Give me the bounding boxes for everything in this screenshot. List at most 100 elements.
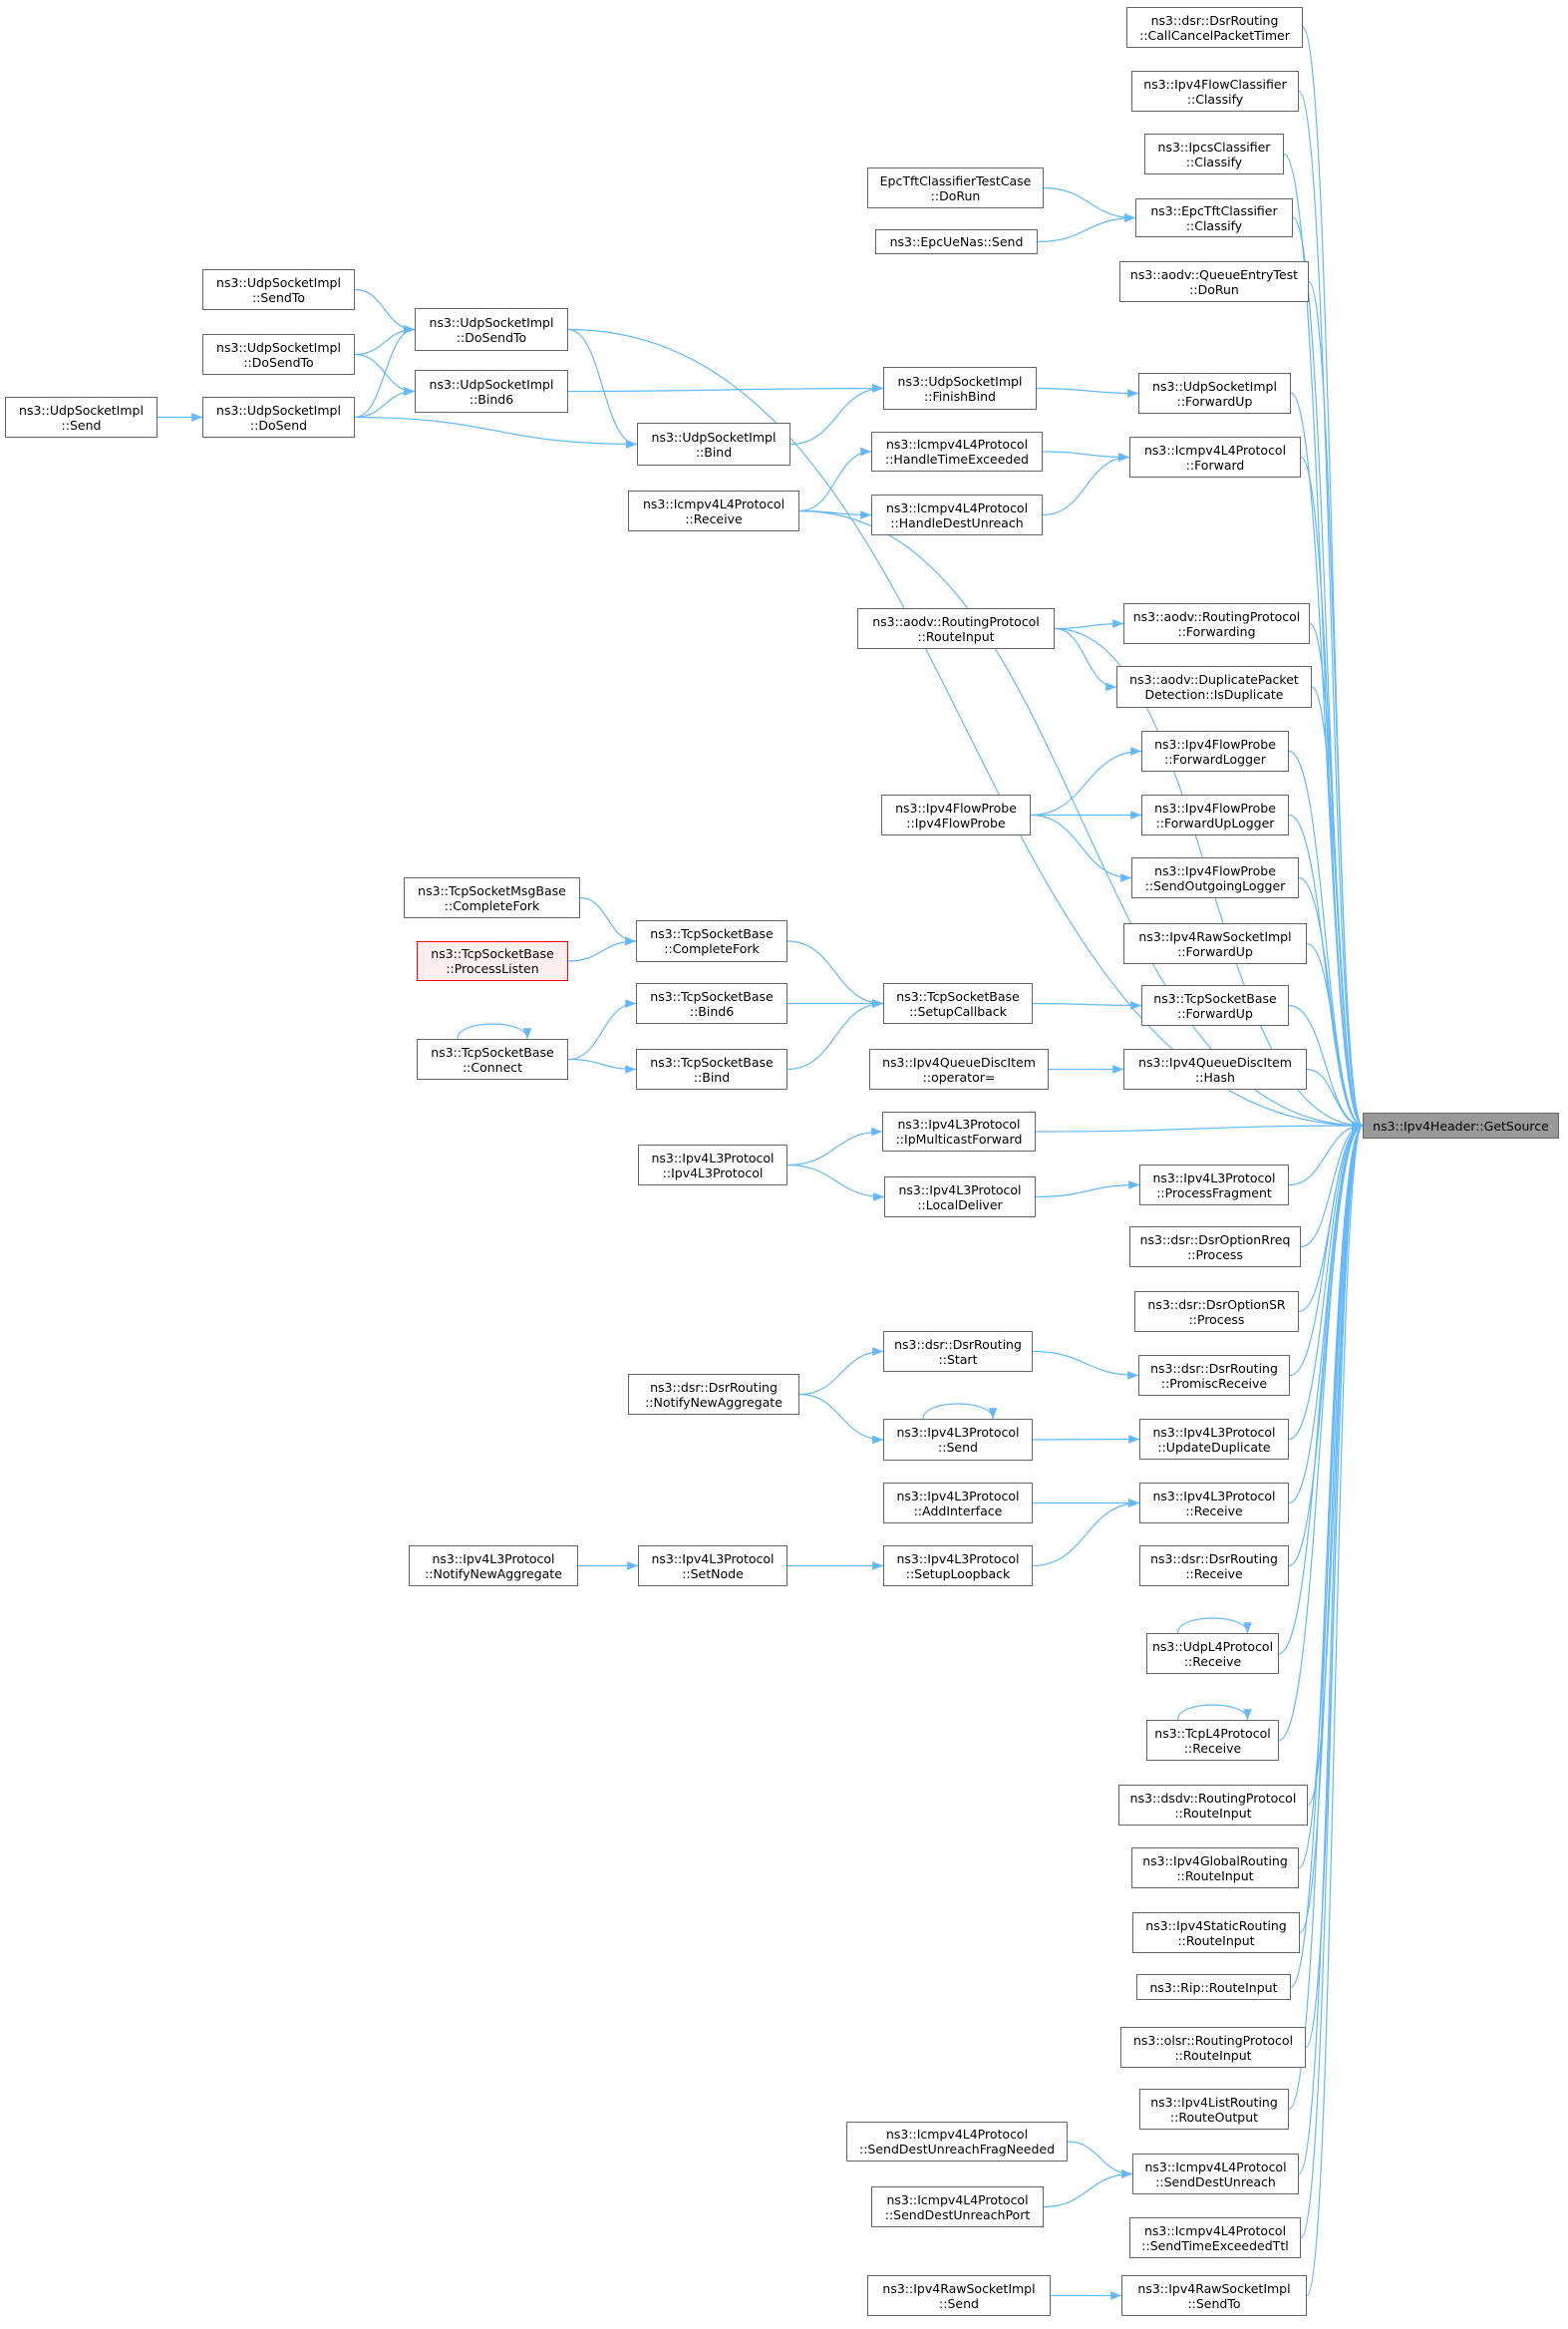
node-olsr-ri[interactable]: ns3::olsr::RoutingProtocol::RouteInput bbox=[1120, 2027, 1306, 2068]
node-label-line: ns3::dsr::DsrRouting bbox=[1150, 12, 1279, 28]
node-label-line: ::SendDestUnreachPort bbox=[884, 2206, 1031, 2222]
edge-udp-sendto-to-udp-dosendto bbox=[354, 288, 416, 334]
node-udp-dosend[interactable]: ns3::UdpSocketImpl::DoSend bbox=[202, 397, 355, 438]
node-dsr-cancel[interactable]: ns3::dsr::DsrRouting::CallCancelPacketTi… bbox=[1126, 7, 1303, 48]
node-label-line: ::Send bbox=[61, 417, 102, 433]
node-icmp-stet[interactable]: ns3::Icmpv4L4Protocol::SendTimeExceededT… bbox=[1129, 2217, 1301, 2258]
node-global-ri[interactable]: ns3::Ipv4GlobalRouting::RouteInput bbox=[1131, 1847, 1299, 1888]
node-icmp-receive[interactable]: ns3::Icmpv4L4Protocol::Receive bbox=[628, 491, 799, 531]
node-tcp-setupcb[interactable]: ns3::TcpSocketBase::SetupCallback bbox=[883, 983, 1033, 1024]
node-label-line: ::CompleteFork bbox=[664, 941, 760, 956]
node-l3-ud[interactable]: ns3::Ipv4L3Protocol::UpdateDuplicate bbox=[1139, 1419, 1289, 1460]
node-udp-dosendto[interactable]: ns3::UdpSocketImpl::DoSendTo bbox=[415, 308, 568, 351]
edge-fp-ctor-to-fp-sendout bbox=[1030, 814, 1132, 882]
node-dsr-promisc[interactable]: ns3::dsr::DsrRouting::PromiscReceive bbox=[1138, 1355, 1290, 1396]
node-tcpl4-receive[interactable]: ns3::TcpL4Protocol::Receive bbox=[1146, 1720, 1279, 1761]
node-dsr-osr[interactable]: ns3::dsr::DsrOptionSR::Process bbox=[1134, 1291, 1299, 1332]
node-epctft[interactable]: ns3::EpcTftClassifier::Classify bbox=[1135, 198, 1293, 237]
node-tcpmsg-cf[interactable]: ns3::TcpSocketMsgBase::CompleteFork bbox=[404, 877, 580, 918]
node-tcp-bind6[interactable]: ns3::TcpSocketBase::Bind6 bbox=[636, 983, 787, 1024]
node-epctest[interactable]: EpcTftClassifierTestCase::DoRun bbox=[867, 167, 1044, 208]
node-tcp-connect[interactable]: ns3::TcpSocketBase::Connect bbox=[417, 1039, 568, 1080]
node-aodv-forwarding[interactable]: ns3::aodv::RoutingProtocol::Forwarding bbox=[1123, 603, 1310, 644]
node-dsr-start[interactable]: ns3::dsr::DsrRouting::Start bbox=[883, 1331, 1033, 1372]
node-dsdv-ri[interactable]: ns3::dsdv::RoutingProtocol::RouteInput bbox=[1118, 1785, 1308, 1826]
node-udp-bind[interactable]: ns3::UdpSocketImpl::Bind bbox=[637, 423, 790, 466]
edge-udp-finishbind-to-udp-forwardup bbox=[1036, 387, 1139, 398]
node-list-ro[interactable]: ns3::Ipv4ListRouting::RouteOutput bbox=[1139, 2089, 1289, 2130]
node-l3-ctor[interactable]: ns3::Ipv4L3Protocol::Ipv4L3Protocol bbox=[638, 1145, 787, 1185]
node-l3-addif[interactable]: ns3::Ipv4L3Protocol::AddInterface bbox=[883, 1483, 1033, 1523]
node-tcp-cf[interactable]: ns3::TcpSocketBase::CompleteFork bbox=[636, 920, 787, 962]
node-udp-dosendto2[interactable]: ns3::UdpSocketImpl::DoSendTo bbox=[202, 334, 355, 375]
node-tcp-forwardup[interactable]: ns3::TcpSocketBase::ForwardUp bbox=[1141, 985, 1289, 1026]
node-icmp-sdup[interactable]: ns3::Icmpv4L4Protocol::SendDestUnreachPo… bbox=[871, 2186, 1044, 2227]
node-fp-forwarduplogger[interactable]: ns3::Ipv4FlowProbe::ForwardUpLogger bbox=[1141, 795, 1289, 835]
node-udp-bind6[interactable]: ns3::UdpSocketImpl::Bind6 bbox=[415, 370, 568, 413]
node-l3-send[interactable]: ns3::Ipv4L3Protocol::Send bbox=[883, 1419, 1033, 1461]
node-udp-send[interactable]: ns3::UdpSocketImpl::Send bbox=[5, 397, 157, 438]
node-label-line: ns3::Ipv4StaticRouting bbox=[1145, 1917, 1287, 1933]
node-label-line: ::Receive bbox=[1183, 1653, 1242, 1669]
node-tcp-pl[interactable]: ns3::TcpSocketBase::ProcessListen bbox=[417, 941, 568, 981]
node-qdi-op[interactable]: ns3::Ipv4QueueDiscItem::operator= bbox=[869, 1049, 1049, 1090]
node-label-line: ns3::EpcUeNas::Send bbox=[889, 234, 1024, 249]
node-label-line: ::DoRun bbox=[930, 187, 981, 203]
node-l3-ipmf[interactable]: ns3::Ipv4L3Protocol::IpMulticastForward bbox=[882, 1112, 1036, 1152]
node-label-line: ns3::dsr::DsrRouting bbox=[894, 1336, 1022, 1352]
node-label-line: ::RouteInput bbox=[917, 628, 995, 644]
node-fp-forwardlogger[interactable]: ns3::Ipv4FlowProbe::ForwardLogger bbox=[1141, 731, 1289, 772]
node-l3-nna[interactable]: ns3::Ipv4L3Protocol::NotifyNewAggregate bbox=[409, 1545, 578, 1586]
node-fp-ctor[interactable]: ns3::Ipv4FlowProbe::Ipv4FlowProbe bbox=[881, 795, 1031, 835]
node-dsr-receive[interactable]: ns3::dsr::DsrRouting::Receive bbox=[1139, 1545, 1289, 1586]
node-icmp-forward[interactable]: ns3::Icmpv4L4Protocol::Forward bbox=[1129, 437, 1301, 478]
node-aodv-routeinput[interactable]: ns3::aodv::RoutingProtocol::RouteInput bbox=[857, 608, 1055, 649]
node-rip-ri[interactable]: ns3::Rip::RouteInput bbox=[1136, 1974, 1291, 2000]
node-icmp-sdufn[interactable]: ns3::Icmpv4L4Protocol::SendDestUnreachFr… bbox=[846, 2122, 1068, 2162]
edge-icmp-sdufn-to-icmp-sdu bbox=[1067, 2141, 1133, 2178]
node-label-line: ns3::TcpSocketBase bbox=[1153, 990, 1277, 1006]
edge-list-ro-to-getsource bbox=[1288, 1121, 1364, 2111]
edge-tcp-cf-to-tcp-setupcb bbox=[786, 940, 884, 1008]
node-raw-send[interactable]: ns3::Ipv4RawSocketImpl::Send bbox=[867, 2275, 1051, 2316]
node-epcuenas[interactable]: ns3::EpcUeNas::Send bbox=[875, 229, 1038, 254]
node-fp-sendout[interactable]: ns3::Ipv4FlowProbe::SendOutgoingLogger bbox=[1131, 857, 1299, 898]
node-dsr-oreq[interactable]: ns3::dsr::DsrOptionRreq::Process bbox=[1129, 1226, 1301, 1267]
node-label-line: ns3::UdpSocketImpl bbox=[216, 339, 341, 355]
node-aodv-qtest[interactable]: ns3::aodv::QueueEntryTest::DoRun bbox=[1119, 261, 1309, 302]
node-udp-finishbind[interactable]: ns3::UdpSocketImpl::FinishBind bbox=[883, 367, 1037, 410]
node-ipcs[interactable]: ns3::IpcsClassifier::Classify bbox=[1144, 134, 1284, 174]
node-l3-pf[interactable]: ns3::Ipv4L3Protocol::ProcessFragment bbox=[1139, 1164, 1289, 1205]
node-l3-setuplb[interactable]: ns3::Ipv4L3Protocol::SetupLoopback bbox=[883, 1545, 1033, 1586]
node-static-ri[interactable]: ns3::Ipv4StaticRouting::RouteInput bbox=[1132, 1912, 1300, 1953]
node-raw-forwardup[interactable]: ns3::Ipv4RawSocketImpl::ForwardUp bbox=[1123, 923, 1307, 964]
node-qdi-hash[interactable]: ns3::Ipv4QueueDiscItem::Hash bbox=[1123, 1049, 1307, 1090]
node-tcp-bind[interactable]: ns3::TcpSocketBase::Bind bbox=[636, 1049, 787, 1090]
node-l3-receive[interactable]: ns3::Ipv4L3Protocol::Receive bbox=[1139, 1483, 1289, 1523]
edge-udp-bind6-to-udp-finishbind bbox=[567, 384, 884, 393]
node-label-line: ns3::dsr::DsrOptionRreq bbox=[1139, 1231, 1291, 1247]
node-label-line: Detection::IsDuplicate bbox=[1144, 687, 1284, 702]
edge-icmp-hte-to-icmp-forward bbox=[1042, 451, 1130, 462]
node-label-line: ns3::Icmpv4L4Protocol bbox=[1143, 2222, 1287, 2238]
node-label-line: ::ProcessListen bbox=[446, 961, 539, 976]
node-udp-forwardup[interactable]: ns3::UdpSocketImpl::ForwardUp bbox=[1138, 373, 1291, 414]
node-l3-ld[interactable]: ns3::Ipv4L3Protocol::LocalDeliver bbox=[884, 1176, 1036, 1217]
node-flowclass[interactable]: ns3::Ipv4FlowClassifier::Classify bbox=[1131, 71, 1299, 112]
node-icmp-hdu[interactable]: ns3::Icmpv4L4Protocol::HandleDestUnreach bbox=[871, 495, 1043, 535]
node-l3-setnode[interactable]: ns3::Ipv4L3Protocol::SetNode bbox=[638, 1545, 787, 1586]
node-label-line: ::LocalDeliver bbox=[917, 1196, 1003, 1212]
node-label-line: ::UpdateDuplicate bbox=[1157, 1439, 1271, 1455]
node-label-line: ns3::Ipv4QueueDiscItem bbox=[1138, 1054, 1292, 1070]
node-icmp-sdu[interactable]: ns3::Icmpv4L4Protocol::SendDestUnreach bbox=[1132, 2154, 1299, 2194]
node-label-line: ns3::Ipv4L3Protocol bbox=[1152, 1488, 1276, 1503]
node-udpl4-receive[interactable]: ns3::UdpL4Protocol::Receive bbox=[1146, 1633, 1279, 1674]
node-dsr-nna[interactable]: ns3::dsr::DsrRouting::NotifyNewAggregate bbox=[628, 1374, 799, 1415]
node-label-line: ns3::Ipv4L3Protocol bbox=[651, 1150, 775, 1165]
node-icmp-hte[interactable]: ns3::Icmpv4L4Protocol::HandleTimeExceede… bbox=[871, 432, 1043, 472]
node-raw-sendto[interactable]: ns3::Ipv4RawSocketImpl::SendTo bbox=[1121, 2275, 1307, 2316]
node-label-line: ::SendOutgoingLogger bbox=[1144, 877, 1286, 893]
edge-udp-dosend-to-udp-bind bbox=[354, 416, 638, 449]
node-udp-sendto[interactable]: ns3::UdpSocketImpl::SendTo bbox=[202, 269, 355, 310]
